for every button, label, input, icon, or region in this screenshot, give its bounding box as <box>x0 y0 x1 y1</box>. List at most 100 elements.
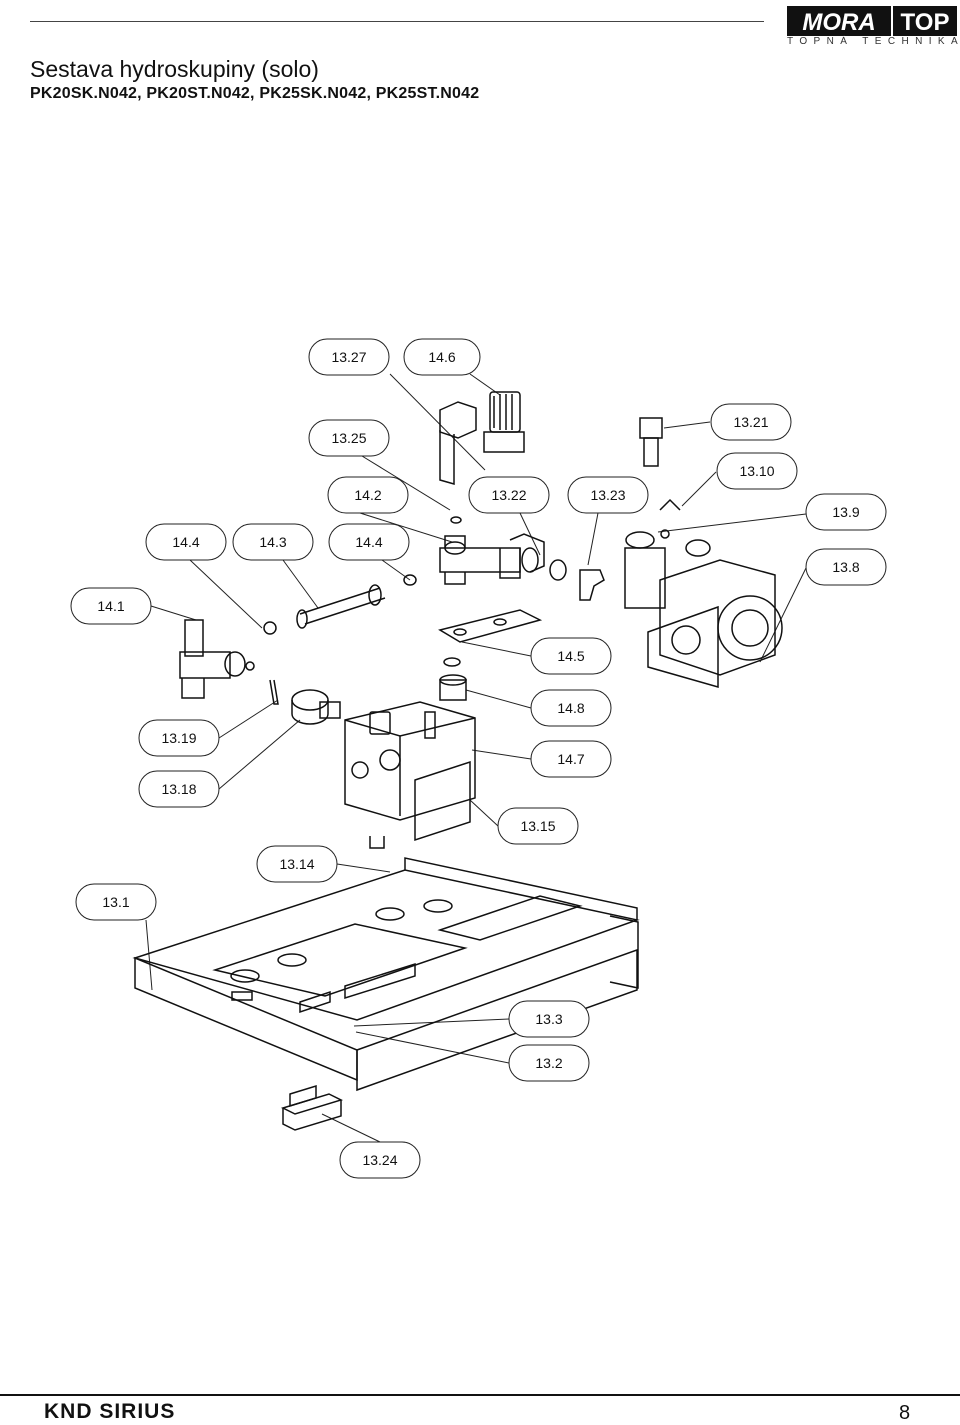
callout-label: 14.7 <box>530 740 612 778</box>
leader-line <box>218 699 279 739</box>
footer-rule <box>0 1394 960 1396</box>
leader-line <box>663 421 711 429</box>
callout-bubble <box>710 403 792 441</box>
callout-text: 13.19 <box>161 730 196 746</box>
callout-bubble <box>497 807 579 845</box>
callout-text: 13.27 <box>331 349 366 365</box>
leader-line <box>587 512 599 566</box>
clip-part <box>579 569 605 601</box>
callout-text: 13.18 <box>161 781 196 797</box>
callout-label: 13.21 <box>710 403 792 441</box>
leader-line <box>465 689 532 709</box>
callout-bubble <box>145 523 227 561</box>
callout-text: 14.1 <box>97 598 124 614</box>
callout-text: 13.2 <box>535 1055 562 1071</box>
callout-text: 14.6 <box>428 349 455 365</box>
plate-and-nut-part <box>438 609 543 701</box>
callout-label: 13.24 <box>339 1141 421 1179</box>
callout-bubble <box>530 637 612 675</box>
callout-label: 14.6 <box>403 338 481 376</box>
safety-valve-part <box>439 391 525 524</box>
leader-line <box>681 471 717 507</box>
circulation-pump-part <box>624 531 783 688</box>
callout-text: 13.25 <box>331 430 366 446</box>
callout-bubble <box>308 338 390 376</box>
page-number: 8 <box>899 1402 911 1424</box>
leader-line <box>189 559 263 629</box>
callout-bubble <box>328 523 410 561</box>
leader-line <box>759 567 807 663</box>
callout-bubble <box>75 883 157 921</box>
leader-line <box>361 455 451 511</box>
callout-text: 13.15 <box>520 818 555 834</box>
callout-text: 14.8 <box>557 700 584 716</box>
leader-line <box>469 799 499 827</box>
callout-text: 14.7 <box>557 751 584 767</box>
callout-bubble <box>508 1044 590 1082</box>
callout-bubble <box>716 452 798 490</box>
callout-label: 13.9 <box>805 493 887 531</box>
hydraulic-module-part <box>344 701 476 849</box>
callout-label: 13.8 <box>805 548 887 586</box>
grommet-part <box>280 1084 344 1131</box>
callout-bubble <box>256 845 338 883</box>
callout-text: 14.3 <box>259 534 286 550</box>
leader-line <box>355 1031 510 1064</box>
callout-bubble <box>339 1141 421 1179</box>
callout-text: 14.4 <box>172 534 199 550</box>
logo-top-text: TOP <box>901 9 950 36</box>
callout-label: 14.4 <box>145 523 227 561</box>
page-title: Sestava hydroskupiny (solo) <box>30 56 319 82</box>
callout-bubble <box>508 1000 590 1038</box>
callout-label: 13.27 <box>308 338 390 376</box>
callout-bubble <box>232 523 314 561</box>
leader-line <box>282 559 319 609</box>
callout-label: 14.2 <box>327 476 409 514</box>
logo-tagline: TOPNÁ TECHNIKA <box>787 36 960 47</box>
callout-label: 13.18 <box>138 770 220 808</box>
leader-line <box>461 641 532 657</box>
callout-label: 13.25 <box>308 419 390 457</box>
callout-label: 13.22 <box>468 476 550 514</box>
callout-bubble <box>70 587 152 625</box>
callout-label: 14.8 <box>530 689 612 727</box>
callout-text: 13.24 <box>362 1152 397 1168</box>
leader-line <box>145 919 153 991</box>
callout-label: 14.1 <box>70 587 152 625</box>
leader-line <box>336 863 391 873</box>
callout-label: 13.10 <box>716 452 798 490</box>
leader-line <box>389 373 486 471</box>
callout-bubble <box>327 476 409 514</box>
callout-text: 13.10 <box>739 463 774 479</box>
callout-text: 13.1 <box>102 894 129 910</box>
callout-bubble <box>805 493 887 531</box>
callout-text: 13.21 <box>733 414 768 430</box>
leader-line <box>218 719 301 790</box>
leader-lines <box>145 373 807 1143</box>
leader-line <box>359 512 453 543</box>
pressure-sensor-part <box>639 417 681 539</box>
hydro-block-part <box>263 533 567 635</box>
callout-label: 13.23 <box>567 476 649 514</box>
callout-text: 13.14 <box>279 856 314 872</box>
callout-label: 14.3 <box>232 523 314 561</box>
callout-bubble <box>468 476 550 514</box>
callout-bubble <box>530 689 612 727</box>
leader-line <box>321 1113 381 1143</box>
callout-text: 13.23 <box>590 487 625 503</box>
header-rule <box>30 21 764 22</box>
parts-drawing <box>132 391 783 1131</box>
callout-label: 13.3 <box>508 1000 590 1038</box>
callout-text: 14.2 <box>354 487 381 503</box>
diverter-valve-part <box>179 619 279 705</box>
callout-text: 13.22 <box>491 487 526 503</box>
bypass-tube-part <box>296 584 386 629</box>
callout-bubble <box>805 548 887 586</box>
callout-bubble <box>138 770 220 808</box>
product-name: KND SIRIUS <box>44 1400 176 1423</box>
callout-text: 13.9 <box>832 504 859 520</box>
callout-text: 14.5 <box>557 648 584 664</box>
callout-label: 13.14 <box>256 845 338 883</box>
logo-mora-text: MORA <box>802 9 875 36</box>
